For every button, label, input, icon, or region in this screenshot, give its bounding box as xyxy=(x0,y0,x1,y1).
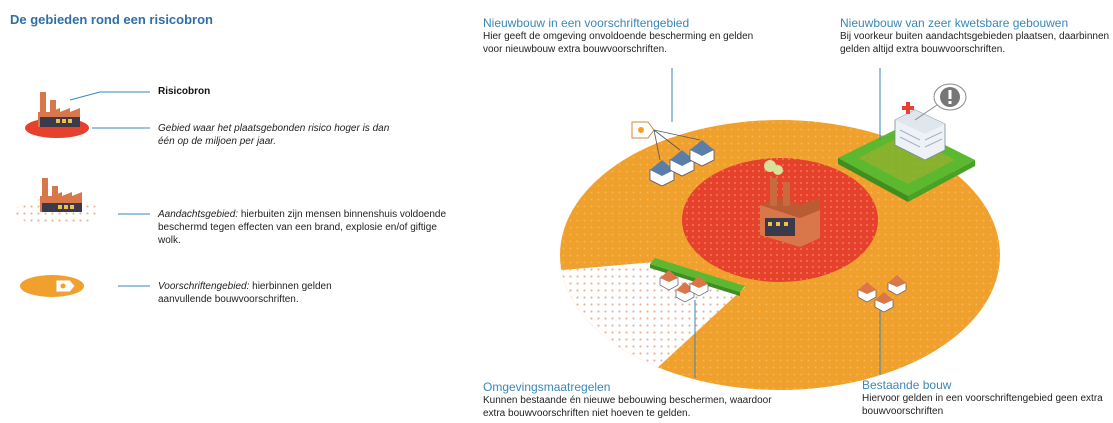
annotation-heading: Omgevingsmaatregelen xyxy=(483,380,788,394)
exclamation-icon xyxy=(915,84,966,120)
annotation-nieuwbouw-voorschriften: Nieuwbouw in een voorschriftengebied Hie… xyxy=(483,16,763,56)
annotation-text: Bij voorkeur buiten aandachtsgebieden pl… xyxy=(840,30,1110,56)
annotation-text: Hiervoor gelden in een voorschriftengebi… xyxy=(862,392,1107,418)
annotation-heading: Nieuwbouw in een voorschriftengebied xyxy=(483,16,763,30)
legend-voorschriftengebied-icon xyxy=(20,275,84,297)
legend-voorschriftengebied: Voorschriftengebied: hierbinnen gelden a… xyxy=(158,280,388,306)
legend-risicobron-label: Risicobron xyxy=(158,86,210,97)
annotation-heading: Bestaande bouw xyxy=(862,378,1107,392)
legend-risicobron-icon xyxy=(25,92,89,138)
annotation-omgevingsmaatregelen: Omgevingsmaatregelen Kunnen bestaande én… xyxy=(483,380,788,420)
legend-aandachtsgebied-term: Aandachtsgebied: xyxy=(158,209,238,220)
legend-plaatsgebonden-label: Gebied waar het plaatsgebonden risico ho… xyxy=(158,122,403,148)
legend-aandachtsgebied: Aandachtsgebied: hierbuiten zijn mensen … xyxy=(158,208,458,247)
annotation-text: Hier geeft de omgeving onvoldoende besch… xyxy=(483,30,763,56)
annotation-text: Kunnen bestaande én nieuwe bebouwing bes… xyxy=(483,394,788,420)
legend-aandachtsgebied-icon xyxy=(15,178,99,226)
annotation-nieuwbouw-kwetsbaar: Nieuwbouw van zeer kwetsbare gebouwen Bi… xyxy=(840,16,1110,56)
annotation-heading: Nieuwbouw van zeer kwetsbare gebouwen xyxy=(840,16,1110,30)
annotation-bestaande-bouw: Bestaande bouw Hiervoor gelden in een vo… xyxy=(862,378,1107,418)
legend-voorschriftengebied-term: Voorschriftengebied: xyxy=(158,281,249,292)
